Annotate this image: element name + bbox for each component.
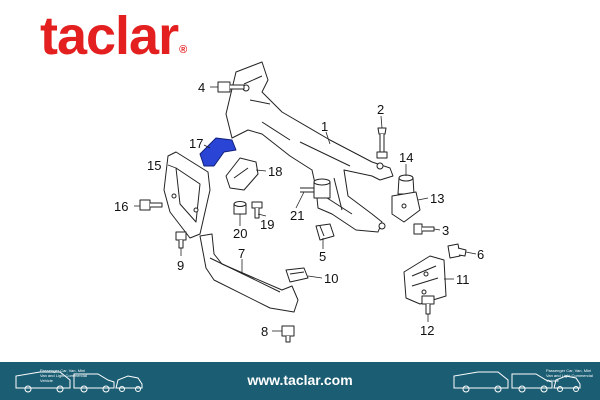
callout-18: 18: [268, 164, 282, 179]
callout-16: 16: [114, 199, 128, 214]
footer-tagline-right: Passenger Car, Van, Mini Van and Light C…: [546, 368, 593, 383]
callout-3: 3: [442, 223, 449, 238]
parts-diagram: 1 2 3 4 5 6 7 8 9 10 11 12 13 14 15 16 1…: [114, 61, 484, 343]
callout-5: 5: [319, 249, 326, 264]
bracket-plate-part-13: [391, 191, 421, 223]
vehicles-right-icon: [453, 371, 581, 393]
callout-15: 15: [147, 158, 161, 173]
clip-part-6: [447, 243, 467, 259]
mount-part-21: [300, 178, 331, 199]
callout-8: 8: [261, 324, 268, 339]
callout-12: 12: [420, 323, 434, 338]
footer-bar: Passenger Car, Van, Mini Van and Light C…: [0, 362, 600, 400]
clip-part-10: [285, 267, 309, 283]
bolt-part-19: [251, 201, 263, 219]
callout-6: 6: [477, 247, 484, 262]
bolt-part-16: [139, 199, 163, 211]
callout-9: 9: [177, 258, 184, 273]
vehicles-left-icon: [15, 371, 143, 393]
highlighted-bracket-part-17: [199, 137, 237, 167]
callout-2: 2: [377, 102, 384, 117]
bracket-part-11: [403, 255, 447, 305]
clip-part-5: [315, 223, 335, 241]
lower-beam-part-7: [199, 233, 299, 313]
bushing-part-14: [397, 174, 415, 195]
bracket-part-18: [225, 157, 259, 191]
callout-1: 1: [321, 119, 328, 134]
callout-4: 4: [198, 80, 205, 95]
bracket-part-15: [163, 151, 211, 239]
bushing-part-20: [233, 201, 247, 215]
bolt-part-2: [376, 127, 388, 159]
callout-11: 11: [456, 272, 470, 287]
callout-19: 19: [260, 217, 274, 232]
bolt-part-3: [413, 223, 435, 235]
callout-10: 10: [324, 271, 338, 286]
radiator-support-frame: [225, 61, 394, 233]
callout-21: 21: [290, 208, 304, 223]
callout-14: 14: [399, 150, 413, 165]
footer-url[interactable]: www.taclar.com: [247, 372, 353, 388]
callout-13: 13: [430, 191, 444, 206]
callout-17: 17: [189, 136, 203, 151]
callout-7: 7: [238, 246, 245, 261]
bolt-part-9: [175, 231, 187, 249]
footer-tagline-left: Passenger Car, Van, Mini Van and Light C…: [40, 368, 87, 383]
brand-logo: taclar®: [40, 4, 187, 68]
bolt-part-8: [281, 325, 295, 343]
bolt-part-4: [217, 81, 245, 93]
callout-20: 20: [233, 226, 247, 241]
bolt-part-12: [421, 295, 435, 315]
brand-name: taclar: [40, 6, 179, 66]
registered-mark: ®: [179, 44, 187, 56]
